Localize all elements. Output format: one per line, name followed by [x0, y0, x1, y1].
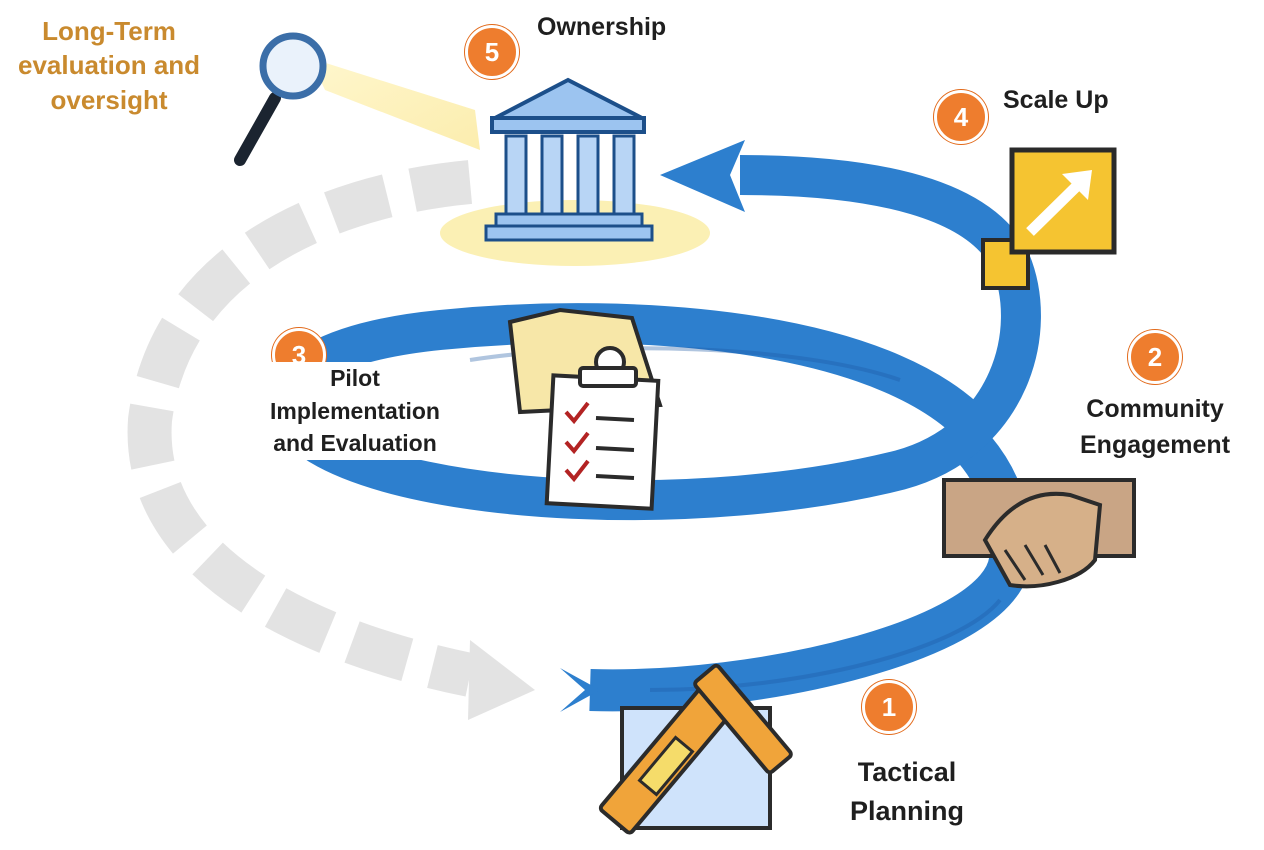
scale-up-label: Scale Up	[1003, 85, 1109, 115]
light-beam	[310, 58, 480, 150]
step-2-badge: 2	[1128, 330, 1182, 384]
step-5-badge: 5	[465, 25, 519, 79]
long-term-line: Long-Term	[42, 16, 176, 46]
tactical-line: Tactical	[857, 757, 957, 787]
long-term-dashed-arrow	[127, 160, 535, 720]
magnifying-glass-icon	[234, 32, 327, 166]
pilot-line: Implementation	[266, 394, 444, 428]
community-line: Community	[1086, 395, 1224, 423]
ownership-line: Ownership	[537, 13, 667, 41]
step-1-badge: 1	[862, 680, 916, 734]
scale-up-arrow-icon	[981, 147, 1117, 290]
long-term-label: Long-Term evaluation and oversight	[18, 14, 200, 117]
folder-clipboard-icon	[507, 307, 663, 511]
tactical-planning-label: Tactical Planning	[850, 753, 964, 831]
ownership-label: Ownership	[537, 12, 666, 42]
community-line: Engagement	[1080, 430, 1231, 459]
pilot-line: Pilot	[266, 362, 444, 395]
pilot-line: and Evaluation	[266, 427, 444, 460]
long-term-line: evaluation and	[18, 50, 201, 81]
handshake-icon	[942, 478, 1136, 589]
scale-up-line: Scale Up	[1003, 86, 1109, 114]
community-engagement-label: Community Engagement	[1080, 392, 1230, 463]
tactical-line: Planning	[850, 796, 964, 827]
step-4-badge: 4	[934, 90, 988, 144]
pilot-label: Pilot Implementation and Evaluation	[266, 362, 444, 460]
ruler-pencil-icon	[598, 663, 793, 835]
institution-building-icon	[484, 77, 654, 242]
long-term-line: oversight	[50, 84, 168, 115]
